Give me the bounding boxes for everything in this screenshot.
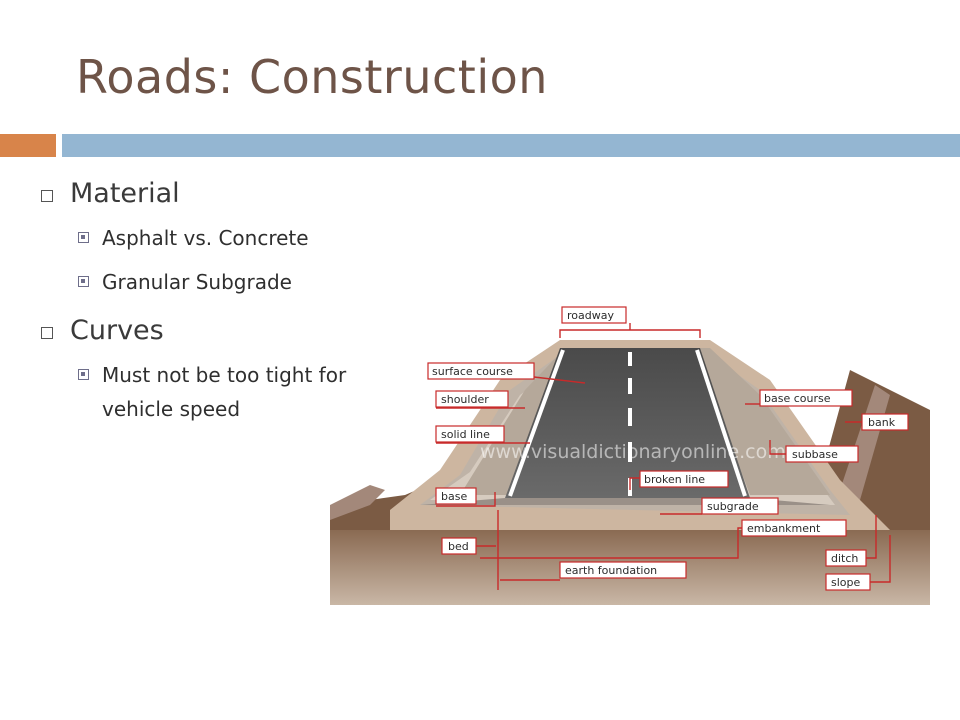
label-text: subgrade (707, 500, 759, 513)
label-bed: bed (441, 510, 499, 590)
sub-bullet-text: Granular Subgrade (102, 270, 292, 294)
sub-bullet-text: Must not be too tight for vehicle speed (102, 363, 347, 421)
left-ditch-bank (330, 485, 385, 520)
solid-line-left (508, 349, 565, 497)
label-text: earth foundation (565, 564, 657, 577)
label-earth-foundation: earth foundation (500, 561, 687, 581)
hollow-square-bullet-icon (41, 327, 53, 339)
label-text: base course (764, 392, 831, 405)
square-bullet-icon (78, 369, 89, 380)
label-surface-course: surface course (427, 362, 586, 384)
label-broken-line: broken line (629, 470, 729, 490)
sub-bullet-granular: Granular Subgrade (40, 265, 400, 299)
label-embankment: embankment (480, 519, 847, 559)
bullet-curves: Curves (40, 315, 400, 346)
label-text: embankment (747, 522, 821, 535)
title-accent-bar-orange (0, 134, 56, 157)
label-solid-line: solid line (435, 425, 530, 444)
watermark: www.visualdictionaryonline.com (480, 441, 786, 463)
label-text: surface course (432, 365, 513, 378)
label-base-course: base course (745, 389, 853, 407)
label-text: subbase (792, 448, 838, 461)
bullet-label: Material (70, 178, 180, 209)
label-text: solid line (441, 428, 490, 441)
asphalt-roadway (505, 348, 750, 498)
sub-bullet-curves: Must not be too tight for vehicle speed (40, 358, 402, 426)
solid-line-right (695, 349, 747, 497)
label-shoulder: shoulder (435, 390, 525, 409)
left-shoulder-surface (460, 348, 575, 495)
label-ditch: ditch (825, 515, 877, 567)
label-text: bank (868, 416, 896, 429)
sub-bullet-asphalt: Asphalt vs. Concrete (40, 221, 400, 255)
label-base: base (435, 487, 496, 507)
label-text: base (441, 490, 467, 503)
label-text: shoulder (441, 393, 489, 406)
slide-title: Roads: Construction (76, 50, 548, 104)
hollow-square-bullet-icon (41, 190, 53, 202)
road-cross-section-diagram: www.visualdictionaryonline.com roadway s… (330, 306, 930, 605)
label-subgrade: subgrade (660, 497, 779, 515)
label-bank: bank (845, 413, 909, 431)
label-text: bed (448, 540, 469, 553)
title-accent-bar-blue (62, 134, 960, 157)
bullet-label: Curves (70, 315, 164, 346)
label-text: slope (831, 576, 860, 589)
bullet-list: Material Asphalt vs. Concrete Granular S… (40, 178, 400, 436)
label-text: roadway (567, 309, 614, 322)
sub-bullet-text: Asphalt vs. Concrete (102, 226, 309, 250)
square-bullet-icon (78, 232, 89, 243)
label-subbase: subbase (769, 440, 859, 463)
label-text: ditch (831, 552, 858, 565)
label-slope: slope (825, 535, 891, 591)
label-text: broken line (644, 473, 705, 486)
bullet-material: Material (40, 178, 400, 209)
square-bullet-icon (78, 276, 89, 287)
label-roadway: roadway (559, 306, 701, 338)
